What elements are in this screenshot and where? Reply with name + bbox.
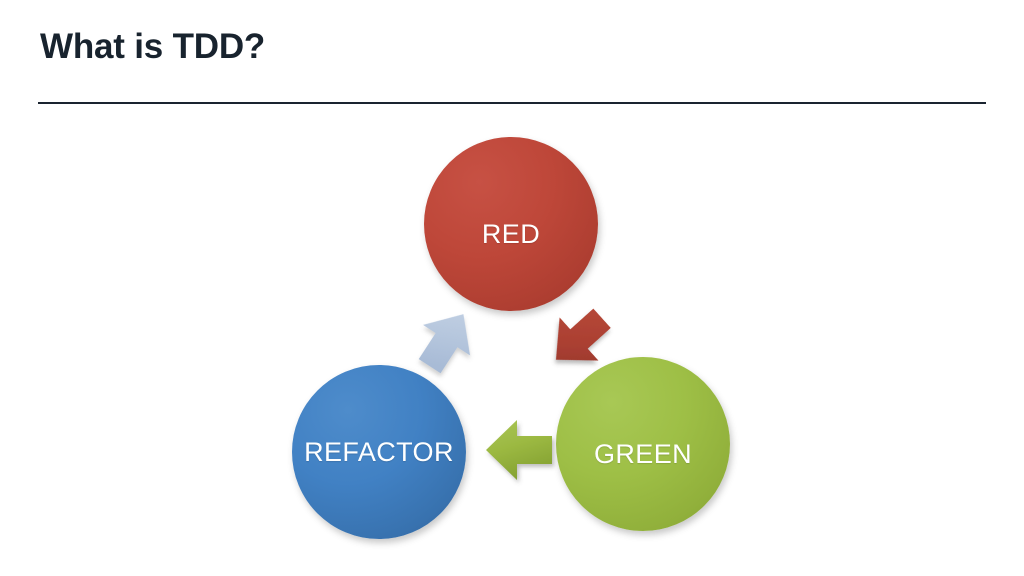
arrow-green-to-refactor-icon: [482, 415, 558, 485]
node-green-label: GREEN: [593, 438, 693, 469]
node-refactor-label: REFACTOR: [304, 436, 454, 467]
tdd-cycle-diagram: RED GREEN REFACTOR: [0, 110, 1024, 576]
page-title: What is TDD?: [40, 27, 266, 66]
arrow-red-to-green-icon: [540, 303, 618, 375]
node-red[interactable]: RED: [424, 137, 598, 311]
title-block: What is TDD?: [0, 0, 1024, 110]
node-green[interactable]: GREEN: [556, 357, 730, 531]
title-divider: [38, 102, 986, 104]
arrow-refactor-to-red-icon: [408, 306, 484, 376]
node-red-label: RED: [481, 218, 541, 249]
node-refactor[interactable]: REFACTOR: [292, 365, 466, 539]
